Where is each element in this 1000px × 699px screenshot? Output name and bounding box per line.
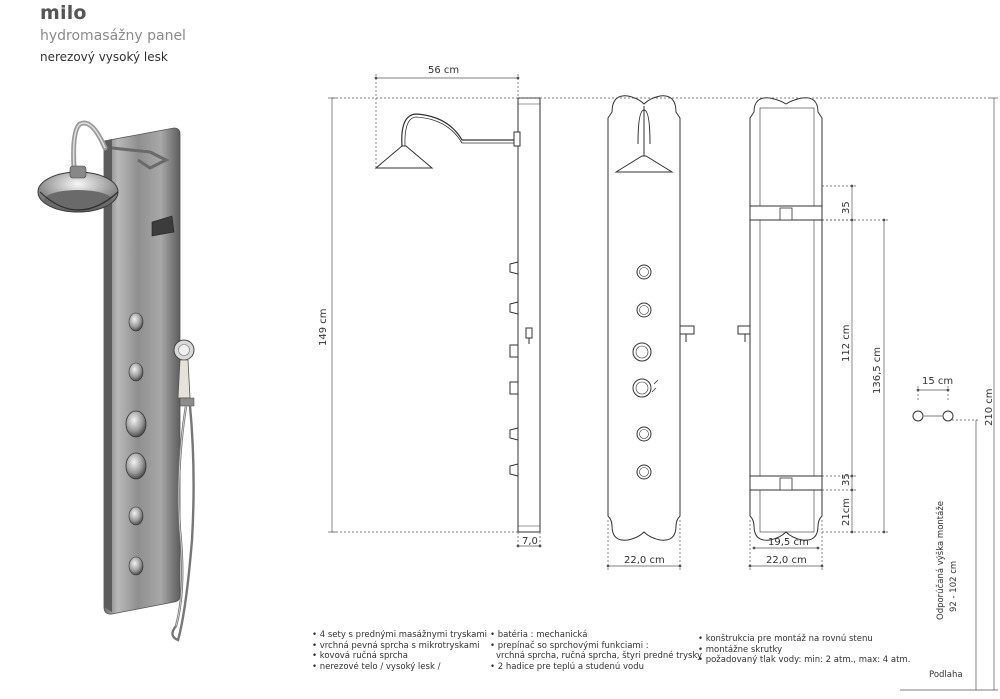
dim-floor-offset: 21cm: [841, 498, 852, 526]
dim-total-height: 210 cm: [984, 388, 995, 426]
feature-item: • vrchná pevná sprcha s mikrotryskami: [312, 640, 480, 651]
floor-label: Podlaha: [929, 670, 963, 680]
product-type: hydromasážny panel: [40, 28, 186, 44]
feature-item: • batéria : mechanická: [490, 630, 588, 640]
feature-item: • montážne skrutky: [698, 644, 783, 655]
feature-item: • konštrukcia pre montáž na rovnú stenu: [698, 634, 873, 644]
dim-width-back: 22,0 cm: [766, 555, 807, 566]
dim-bottom-offset: 35: [841, 473, 852, 486]
dim-width-front: 22,0 cm: [624, 555, 665, 566]
dim-depth: 7,0: [522, 536, 538, 547]
product-name: milo: [40, 2, 87, 24]
dim-panel-height: 149 cm: [318, 308, 329, 346]
features-column-2: • batéria : mechanická • prepínač so spr…: [490, 630, 702, 672]
side-view: [374, 97, 541, 533]
feature-item: • 2 hadice pre teplú a studenú vodu: [490, 661, 645, 672]
product-photo: [37, 120, 195, 642]
dim-overall-span: 136,5 cm: [872, 347, 883, 394]
feature-item: • požadovaný tlak vody: min: 2 atm., max…: [698, 655, 911, 666]
front-view: [607, 95, 695, 541]
water-connections: [912, 410, 954, 422]
dimension-ticks: [374, 76, 950, 568]
mounting-range: 92 - 102 cm: [949, 560, 959, 612]
feature-item: • prepínač so sprchovými funkciami :: [490, 640, 649, 651]
dim-bracket-inner: 19,5 cm: [768, 537, 809, 548]
mounting-label: Odporúčaná výška montáže: [936, 500, 946, 620]
dim-top-offset: 35: [841, 201, 852, 214]
feature-item: • 4 sety s prednými masážnymi tryskami: [312, 630, 488, 640]
dim-head-reach: 56 cm: [428, 65, 459, 76]
feature-item: • nerezové telo / vysoký lesk /: [312, 661, 441, 672]
dimension-lines: [328, 74, 998, 691]
dim-connection-spacing: 15 cm: [922, 376, 953, 387]
features-column-3: • konštrukcia pre montáž na rovnú stenu …: [698, 634, 910, 666]
mounting-height-label: Odporúčaná výška montáže 92 - 102 cm: [936, 501, 959, 620]
feature-item: • kovová ručná sprcha: [312, 651, 408, 662]
dim-bracket-span: 112 cm: [841, 324, 852, 362]
features-column-1: • 4 sety s prednými masážnymi tryskami •…: [312, 630, 487, 672]
feature-item: vrchná sprcha, ručná sprcha, štyri predn…: [496, 651, 703, 662]
back-view: [737, 97, 823, 541]
product-finish: nerezový vysoký lesk: [40, 50, 168, 64]
